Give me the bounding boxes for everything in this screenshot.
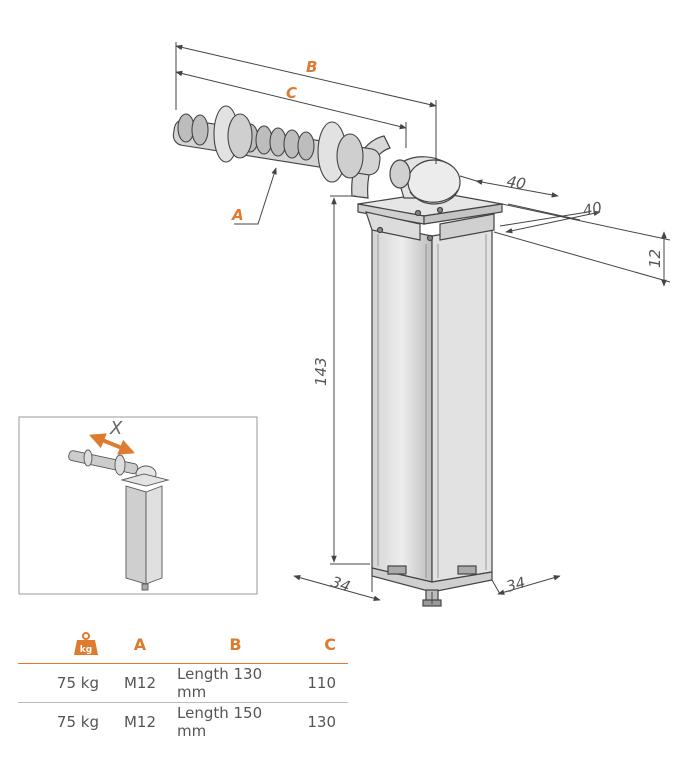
inset-panel (18, 416, 258, 595)
dim-b-line (175, 44, 437, 108)
cell-a: M12 (109, 663, 171, 703)
cell-c: 110 (295, 663, 348, 703)
dim-b-label: B (306, 58, 317, 76)
threaded-rod (172, 105, 381, 183)
cell-a: M12 (123, 713, 157, 731)
dim-post-depth-label: 34 (504, 573, 527, 596)
spec-table: kg A B C 75 kg M12 Length 130 mm 110 75 … (18, 625, 348, 741)
dim-34-b-line (497, 575, 561, 595)
post-assembly (371, 223, 493, 607)
dimension-lines (175, 42, 671, 604)
dim-34-a-line (293, 574, 381, 602)
table-row: 75 kg M12 Length 150 mm 130 (18, 703, 348, 742)
cell-weight: 75 kg (56, 713, 99, 731)
header-a: A (109, 625, 171, 664)
cell-b: Length 130 mm (171, 663, 295, 703)
cell-b: Length 150 mm (177, 704, 263, 740)
motion-label: X (109, 418, 123, 439)
dim-c-label: C (286, 84, 297, 102)
nut-right (336, 133, 364, 179)
dim-post-width-label: 34 (329, 573, 353, 596)
post-front-face (371, 223, 433, 583)
header-c: C (295, 625, 348, 664)
dim-40-b-line (505, 210, 601, 234)
post-side-face (431, 225, 493, 583)
cell-c: 130 (307, 713, 336, 731)
dim-plate-width-label: 40 (505, 172, 527, 193)
table-row: 75 kg M12 Length 130 mm 110 (18, 663, 348, 703)
dim-a-label: A (231, 206, 244, 224)
weight-kg-icon: kg (74, 632, 98, 655)
header-b: B (171, 625, 295, 664)
dim-c-line (175, 70, 407, 130)
motion-arrow (89, 433, 135, 455)
nut-left (227, 113, 253, 159)
dim-a-leader (234, 167, 277, 225)
dim-post-height-label: 143 (312, 357, 330, 386)
weight-header: kg (18, 625, 109, 664)
dim-plate-depth-label: 40 (581, 198, 603, 220)
cell-weight: 75 kg (18, 663, 109, 703)
dim-40-a-line (475, 179, 559, 198)
dim-plate-height-label: 12 (646, 249, 664, 268)
svg-text:kg: kg (80, 645, 92, 655)
